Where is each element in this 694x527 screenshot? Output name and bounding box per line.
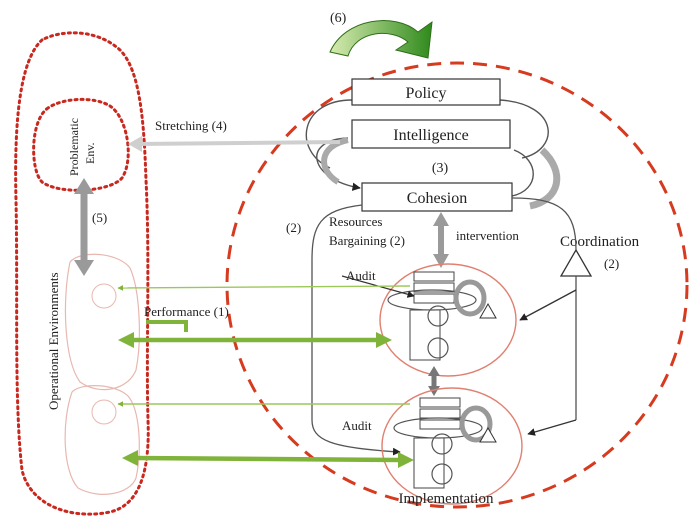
three-label: (3)	[432, 161, 449, 176]
operational-unit-upper	[379, 263, 517, 377]
operational-env-shape-1	[64, 253, 140, 391]
environment-dotted-outline	[14, 31, 150, 516]
system-boundary-circle	[225, 61, 689, 509]
intelligence-cohesion-loop-right	[511, 149, 534, 197]
two-left-label: (2)	[286, 220, 301, 235]
operational-env-label: Operational Environments	[46, 272, 61, 410]
stretching-label: Stretching (4)	[155, 118, 227, 133]
coordination-triangle	[559, 248, 593, 277]
coordination-to-lower-unit	[527, 419, 577, 436]
intervention-arrowhead-up	[433, 212, 449, 226]
coordination-to-cohesion-line	[511, 197, 577, 251]
operational-unit-lower	[381, 387, 523, 505]
lower-unit-ring-b	[431, 463, 453, 485]
green-double-arrow-top-left-head	[118, 332, 134, 348]
green-double-arrow-top-right-head	[376, 332, 392, 348]
problematic-env-dotted-outline	[32, 97, 130, 192]
intelligence-label: Intelligence	[393, 127, 469, 144]
intelligence-box	[351, 119, 511, 149]
six-curved-arrow	[329, 20, 433, 59]
intervention-arrowhead-down	[433, 254, 449, 268]
lower-unit-loop	[393, 417, 483, 439]
upper-unit-small-triangle	[479, 302, 497, 319]
audit-bottom-label: Audit	[342, 418, 372, 433]
lower-unit-small-triangle	[479, 426, 497, 443]
five-arrowhead-up	[74, 178, 94, 194]
cohesion-label: Cohesion	[407, 190, 467, 207]
cohesion-right-gray-curve	[529, 147, 561, 210]
lower-unit-gray-loop	[459, 405, 493, 443]
intervention-label: intervention	[456, 228, 519, 243]
upper-unit-management-stack	[409, 271, 455, 361]
policy-intelligence-loop-left	[305, 99, 353, 169]
resources-label: Resources	[329, 214, 382, 229]
lower-unit-ring-a	[431, 433, 453, 455]
green-double-arrow-bottom	[133, 455, 401, 463]
intelligence-left-gray-curve	[321, 137, 349, 185]
performance-bracket	[146, 320, 188, 332]
policy-label: Policy	[406, 85, 447, 102]
resources-loop-line	[311, 204, 401, 456]
six-label: (6)	[330, 11, 347, 26]
policy-box	[351, 78, 501, 106]
bargaining-label: Bargaining (2)	[329, 233, 405, 248]
coordination-number: (2)	[604, 256, 619, 271]
unit-link-arrowhead-down	[428, 386, 440, 396]
problematic-label-line1: Problematic	[67, 118, 81, 176]
lower-unit-management-stack	[413, 397, 461, 489]
upper-unit-loop	[387, 289, 477, 311]
coordination-label: Coordination	[560, 234, 640, 250]
unit-link-arrowhead-up	[428, 366, 440, 376]
implementation-label: Implementation	[399, 491, 494, 507]
problematic-label-line2: Env.	[83, 142, 97, 164]
cohesion-box	[361, 182, 513, 212]
stretching-arrowhead	[128, 136, 142, 152]
green-feedback-arrow-top	[117, 285, 411, 291]
green-double-arrow-bottom-left-head	[122, 450, 138, 466]
upper-unit-ring-b	[427, 337, 449, 359]
operational-env-ring-1	[91, 283, 117, 309]
five-arrowhead-down	[74, 260, 94, 276]
green-double-arrow-bottom-right-head	[398, 452, 414, 468]
five-label: (5)	[92, 210, 107, 225]
operational-env-shape-2	[64, 385, 140, 495]
stretching-arrow	[135, 140, 341, 146]
operational-env-ring-2	[91, 399, 117, 425]
coordination-to-upper-unit	[519, 289, 577, 321]
upper-unit-gray-loop	[453, 279, 487, 317]
performance-label: Performance (1)	[144, 304, 229, 319]
policy-intelligence-loop-right	[499, 99, 549, 159]
upper-unit-ring-a	[427, 305, 449, 327]
